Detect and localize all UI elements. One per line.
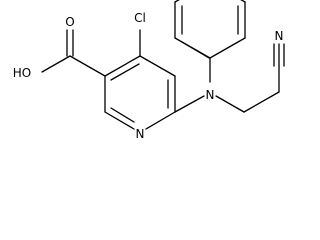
bond-c4-c5-inner: [110, 63, 140, 81]
phenyl-bond-1: [209, 37, 246, 59]
structure-canvas: HO O Cl N N N: [13, 0, 285, 141]
cyanoethyl-chain: [243, 43, 285, 113]
molecule-diagram: HO O Cl N N N: [13, 0, 285, 141]
bond-amine-ch2: [215, 95, 245, 113]
pyridine-ring: [104, 55, 176, 130]
bond-n-c3-inner: [110, 107, 135, 123]
amine-nitrogen-label: N: [206, 88, 215, 102]
amine-bonds: [174, 57, 245, 113]
bond-c5-c6: [139, 55, 176, 77]
bond-c1-n: [145, 111, 176, 130]
bond-ch2-ch2: [243, 91, 280, 113]
carboxyl-group: [41, 29, 106, 77]
bond-ring-carboxyl: [69, 55, 106, 77]
phenyl-bond-6-inner: [181, 41, 210, 59]
bond-c-oh: [41, 55, 71, 73]
bond-n-c3: [104, 111, 135, 130]
bond-c4-c5: [104, 55, 141, 77]
nitrile-nitrogen-label: N: [275, 29, 284, 43]
hydroxyl-label: HO: [13, 66, 31, 80]
ring-nitrogen-label: N: [136, 127, 145, 141]
phenyl-ring: [174, 0, 246, 59]
carbonyl-oxygen-label: O: [65, 15, 74, 29]
chlorine-label: Cl: [134, 11, 146, 25]
phenyl-bond-3: [240, 0, 246, 3]
phenyl-bond-4: [174, 0, 180, 3]
bond-ring-amine: [174, 95, 205, 113]
